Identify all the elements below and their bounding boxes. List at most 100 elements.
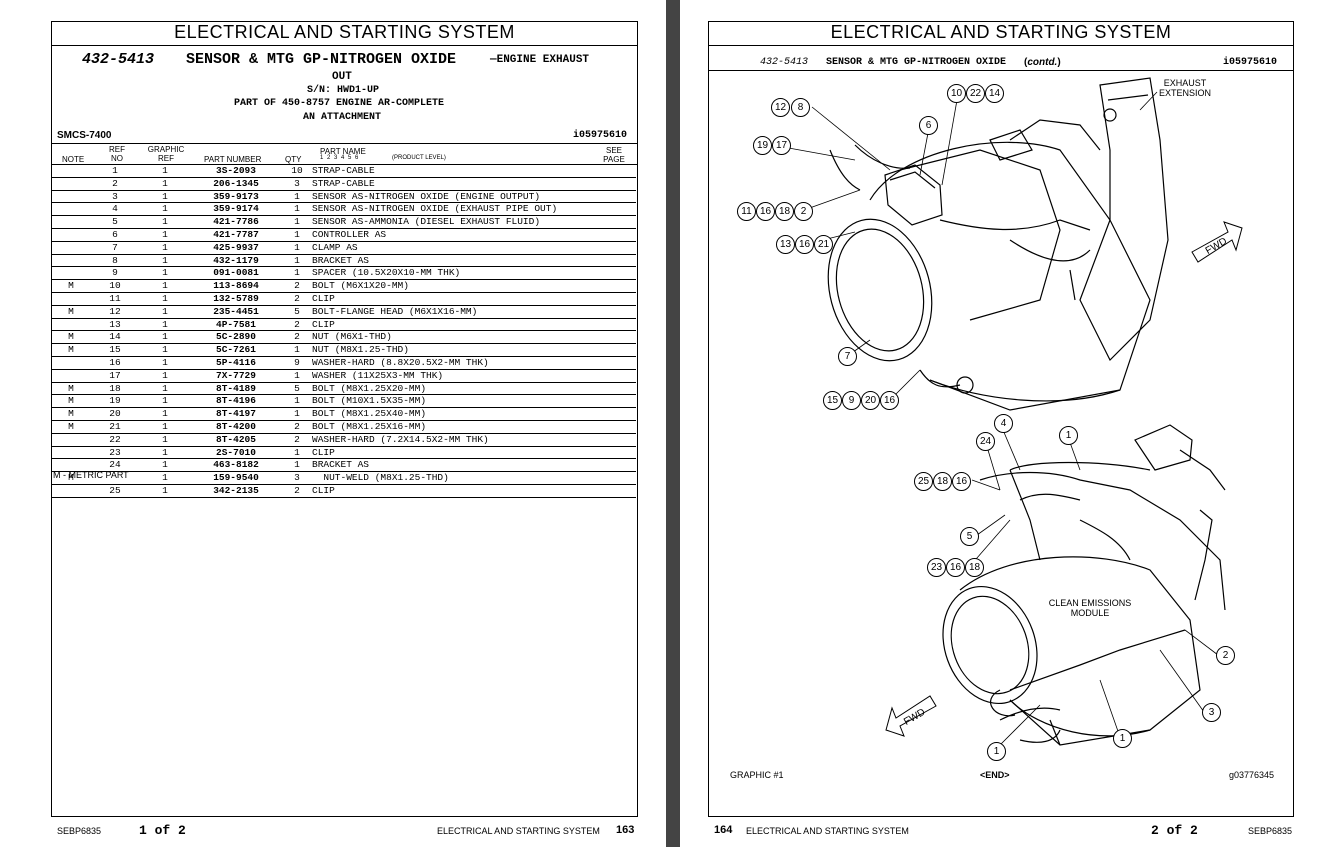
cell-name: NUT (M6X1-THD) xyxy=(312,330,636,345)
cell-note xyxy=(52,177,90,191)
right-header-divider xyxy=(708,70,1294,71)
cell-pn: 8T-4196 xyxy=(190,394,282,409)
exploded-parts-diagram: FWD FWD xyxy=(771,77,1243,750)
cell-note xyxy=(52,484,90,498)
callout: 2 xyxy=(794,202,813,221)
cell-graphic: 1 xyxy=(140,228,190,242)
callout: 1 xyxy=(1113,729,1132,748)
cell-note xyxy=(52,369,90,383)
cell-qty: 2 xyxy=(282,318,312,332)
col-qty: QTY xyxy=(285,155,302,164)
right-page-header: ELECTRICAL AND STARTING SYSTEM xyxy=(708,21,1294,46)
cell-graphic: 1 xyxy=(140,458,190,473)
cell-graphic: 1 xyxy=(140,343,190,357)
cell-ref: 2 xyxy=(90,177,140,191)
callout: 1 xyxy=(987,742,1006,761)
cell-note xyxy=(52,190,90,204)
cell-ref: 4 xyxy=(90,202,140,217)
clean-emissions-label: CLEAN EMISSIONS MODULE xyxy=(1048,598,1132,618)
callout: 3 xyxy=(1202,703,1221,722)
cell-note: M xyxy=(52,471,90,485)
cell-pn: 2S-7010 xyxy=(190,446,282,460)
cell-ref: 14 xyxy=(90,330,140,345)
cell-pn: 159-9540 xyxy=(190,471,282,485)
cell-qty: 1 xyxy=(282,446,312,460)
right-footer-page-number: 164 xyxy=(714,824,733,836)
cell-qty: 1 xyxy=(282,458,312,473)
cell-note: M xyxy=(52,382,90,396)
cell-graphic: 1 xyxy=(140,407,190,421)
cell-pn: 342-2135 xyxy=(190,484,282,498)
cell-name: BOLT (M8X1.25X20-MM) xyxy=(312,382,636,396)
cell-ref: 10 xyxy=(90,279,140,293)
cell-pn: 359-9173 xyxy=(190,190,282,204)
cell-ref: 21 xyxy=(90,420,140,434)
cell-graphic: 1 xyxy=(140,202,190,217)
callout: 13 xyxy=(776,235,795,254)
cell-qty: 2 xyxy=(282,292,312,306)
cell-ref: 23 xyxy=(90,446,140,460)
cell-name: WASHER (11X25X3-MM THK) xyxy=(312,369,636,383)
callout: 6 xyxy=(919,116,938,135)
callout: 4 xyxy=(994,414,1013,433)
cell-note xyxy=(52,215,90,229)
cell-ref: 8 xyxy=(90,254,140,268)
callout: 7 xyxy=(838,347,857,366)
cell-graphic: 1 xyxy=(140,279,190,293)
group-title-line2: OUT xyxy=(332,71,352,83)
callout: 8 xyxy=(791,98,810,117)
cell-pn: 463-8182 xyxy=(190,458,282,473)
footer-doc-number: SEBP6835 xyxy=(57,826,102,836)
cell-qty: 1 xyxy=(282,394,312,409)
cell-name: WASHER-HARD (8.8X20.5X2-MM THK) xyxy=(312,356,636,370)
cell-name: CLIP xyxy=(312,446,636,460)
right-footer-section: ELECTRICAL AND STARTING SYSTEM xyxy=(746,826,909,836)
cell-qty: 1 xyxy=(282,266,312,281)
contd-label: contd. xyxy=(1027,57,1058,68)
metric-note: M - METRIC PART xyxy=(53,470,129,480)
cell-ref: 22 xyxy=(90,433,140,447)
callout: 25 xyxy=(914,472,933,491)
cell-pn: 432-1179 xyxy=(190,254,282,268)
cell-qty: 2 xyxy=(282,433,312,447)
cell-name: CLAMP AS xyxy=(312,241,636,255)
cell-qty: 2 xyxy=(282,279,312,293)
right-illustration-id: i05975610 xyxy=(1223,57,1278,68)
cell-name: SPACER (10.5X20X10-MM THK) xyxy=(312,266,636,281)
cell-name: BOLT-FLANGE HEAD (M6X1X16-MM) xyxy=(312,305,636,319)
page-gutter xyxy=(666,0,680,847)
cell-graphic: 1 xyxy=(140,471,190,485)
smcs-divider xyxy=(51,143,638,144)
col-product-level: (PRODUCT LEVEL) xyxy=(392,155,446,161)
cell-ref: 19 xyxy=(90,394,140,409)
callout: 23 xyxy=(927,558,946,577)
cell-pn: 8T-4200 xyxy=(190,420,282,434)
callout: 16 xyxy=(946,558,965,577)
cell-graphic: 1 xyxy=(140,484,190,498)
cell-pn: 8T-4197 xyxy=(190,407,282,421)
cell-ref: 1 xyxy=(90,165,140,178)
cell-ref xyxy=(90,471,140,485)
cell-qty: 3 xyxy=(282,471,312,485)
serial-number: S/N: HWD1-UP xyxy=(307,85,380,96)
cell-note xyxy=(52,446,90,460)
cell-name: SENSOR AS-AMMONIA (DIESEL EXHAUST FLUID) xyxy=(312,215,636,229)
cell-graphic: 1 xyxy=(140,446,190,460)
cell-pn: 206-1345 xyxy=(190,177,282,191)
header-divider xyxy=(51,164,638,165)
cell-pn: 091-0081 xyxy=(190,266,282,281)
callout: 9 xyxy=(842,391,861,410)
cell-name: BRACKET AS xyxy=(312,458,636,473)
callout: 10 xyxy=(947,84,966,103)
cell-graphic: 1 xyxy=(140,190,190,204)
callout: 16 xyxy=(756,202,775,221)
cell-pn: 5P-4116 xyxy=(190,356,282,370)
